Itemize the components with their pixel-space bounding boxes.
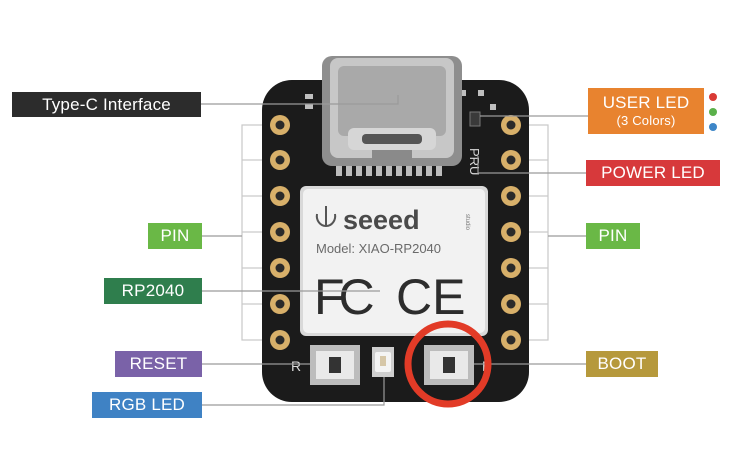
module-brand-sub: studio xyxy=(464,214,470,231)
power-led-label: POWER LED xyxy=(586,160,720,186)
pin-outline-right xyxy=(520,124,549,341)
leader-lines xyxy=(201,95,588,406)
led-silkscreen: PRU xyxy=(467,148,482,175)
pin-right-text: PIN xyxy=(598,226,628,245)
module-brand: seeed xyxy=(343,205,420,235)
pads-left xyxy=(270,115,290,350)
red-led-dot-icon xyxy=(709,93,717,101)
rgb-led-text: RGB LED xyxy=(108,395,186,414)
pin-left-text: PIN xyxy=(160,226,190,245)
module-model: Model: XIAO-RP2040 xyxy=(316,241,441,256)
rgb-led-component xyxy=(372,347,394,377)
reset-silkscreen: R xyxy=(291,358,301,374)
pin-label-right: PIN xyxy=(586,223,640,249)
fcc-mark: FC xyxy=(314,269,374,325)
rp2040-label: RP2040 xyxy=(104,278,202,304)
highlight-circle xyxy=(404,320,492,408)
reset-text: RESET xyxy=(129,354,188,373)
rp2040-text: RP2040 xyxy=(121,281,185,300)
reset-button xyxy=(310,345,360,385)
usb-c-connector xyxy=(322,56,462,166)
blue-led-dot-icon xyxy=(709,123,717,131)
reset-label: RESET xyxy=(115,351,202,377)
rgb-led-label: RGB LED xyxy=(92,392,202,418)
green-led-dot-icon xyxy=(709,108,717,116)
connector-pins xyxy=(336,166,442,176)
user-led-text: USER LED xyxy=(602,93,690,113)
pads-right xyxy=(501,115,521,350)
ce-mark: CE xyxy=(396,269,465,325)
pin-outline-left xyxy=(241,124,270,341)
type-c-interface-label: Type-C Interface xyxy=(12,92,201,117)
smd-components xyxy=(305,90,496,127)
module-shield xyxy=(300,186,488,336)
pin-label-left: PIN xyxy=(148,223,202,249)
boot-label: BOOT xyxy=(586,351,658,377)
user-led-subtext: (3 Colors) xyxy=(616,113,676,129)
boot-button xyxy=(424,345,474,385)
power-led-text: POWER LED xyxy=(601,163,705,182)
user-led-label: USER LED (3 Colors) xyxy=(588,88,704,134)
type-c-interface-text: Type-C Interface xyxy=(42,94,171,114)
seeed-logo-icon xyxy=(315,206,337,228)
boot-text: BOOT xyxy=(597,354,647,373)
